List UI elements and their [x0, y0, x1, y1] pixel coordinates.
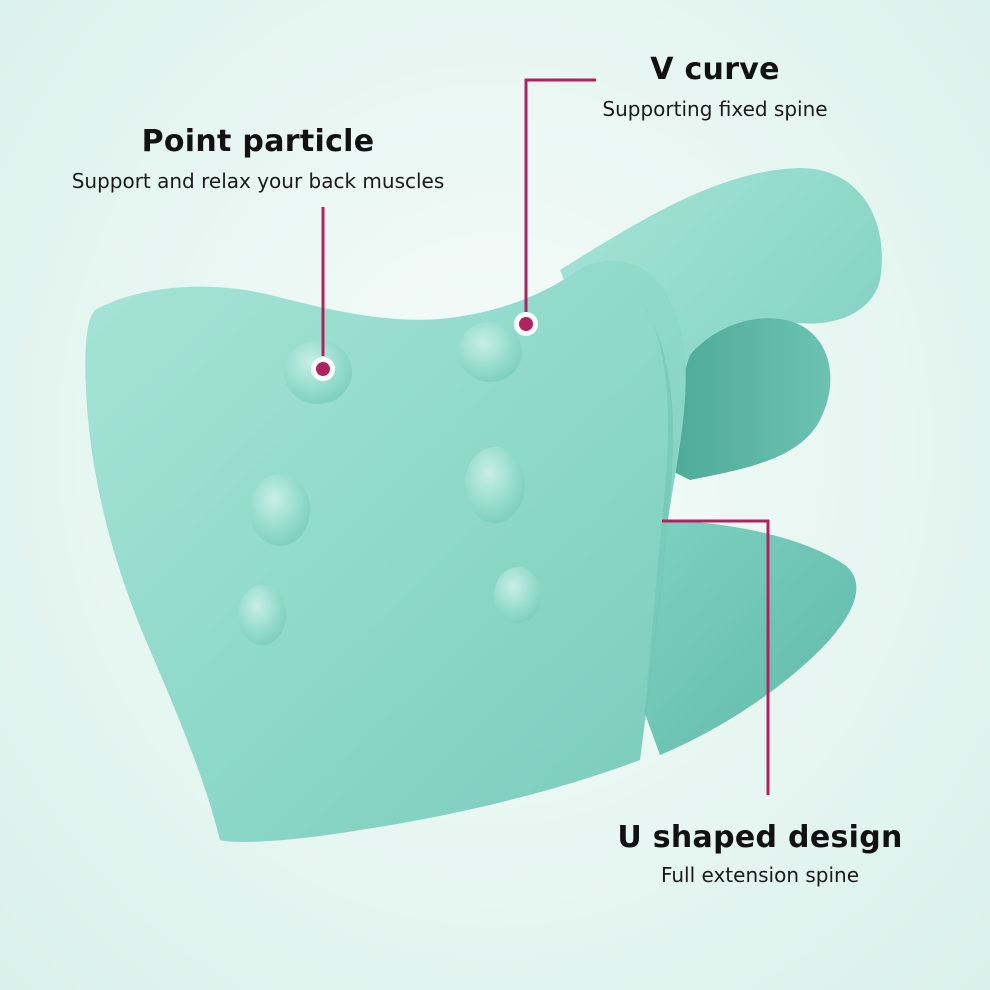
- callout-subtitle: Supporting fixed spine: [602, 97, 828, 121]
- callout-title: V curve: [650, 52, 780, 87]
- callout-u-shaped: U shaped design Full extension spine: [610, 820, 910, 887]
- callout-subtitle: Full extension spine: [660, 863, 860, 887]
- callout-v-curve: V curve Supporting fixed spine: [540, 52, 890, 121]
- massage-bump: [458, 322, 522, 382]
- massage-bump: [250, 474, 310, 546]
- massage-bump: [465, 447, 525, 523]
- callout-title: U shaped design: [617, 820, 903, 855]
- pillow-lower-lobe: [640, 520, 857, 755]
- callout-subtitle: Support and relax your back muscles: [71, 169, 445, 193]
- callout-title: Point particle: [141, 124, 375, 159]
- pillow-side-shade: [640, 300, 674, 760]
- pillow-u-cavity: [670, 318, 831, 480]
- massage-bump: [238, 585, 286, 645]
- leader-u-shaped: [662, 519, 770, 795]
- marker-v-curve-dot: [519, 317, 533, 331]
- marker-point-particle-dot: [316, 362, 330, 376]
- leader-v-curve: [524, 78, 596, 312]
- pillow-main-body: [85, 260, 686, 842]
- massage-bump: [494, 567, 542, 623]
- callout-point-particle: Point particle Support and relax your ba…: [20, 124, 496, 193]
